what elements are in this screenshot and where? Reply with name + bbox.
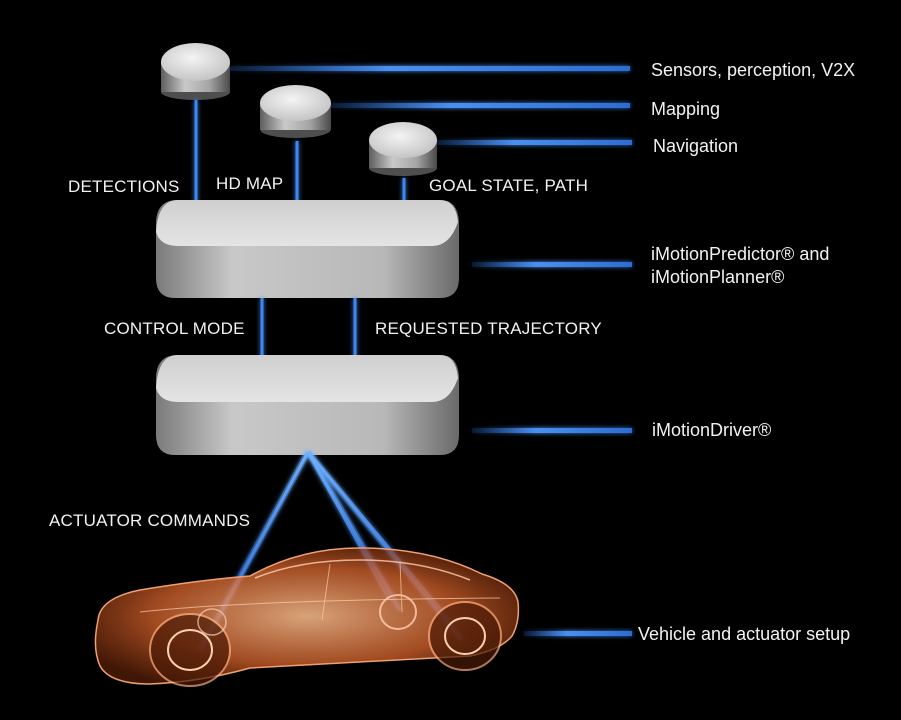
connector-planner <box>472 262 632 267</box>
front-inner-wheel <box>197 608 227 636</box>
rear-wheel <box>428 601 502 671</box>
label-mapping: Mapping <box>651 99 721 119</box>
vehicle-illustration <box>94 547 520 687</box>
label-hd-map: HD MAP <box>216 174 284 193</box>
planner-box <box>156 200 459 298</box>
rear-inner-wheel <box>379 594 417 630</box>
label-requested-trajectory: REQUESTED TRAJECTORY <box>375 319 602 338</box>
front-wheel <box>149 613 231 687</box>
navigation-cylinder <box>369 122 437 176</box>
label-detections: DETECTIONS <box>68 177 180 196</box>
label-sensors: Sensors, perception, V2X <box>651 60 856 80</box>
connector-vehicle <box>524 631 632 636</box>
label-planner-line2: iMotionPlanner® <box>651 267 785 287</box>
label-goal-state: GOAL STATE, PATH <box>429 176 589 195</box>
label-vehicle: Vehicle and actuator setup <box>638 624 851 644</box>
label-navigation: Navigation <box>653 136 739 156</box>
mapping-cylinder <box>260 85 331 138</box>
connector-navigation <box>436 140 632 145</box>
label-planner-line1: iMotionPredictor® and <box>651 244 830 264</box>
label-driver: iMotionDriver® <box>652 420 772 440</box>
connector-lines <box>228 66 632 636</box>
connector-sensors <box>228 66 630 71</box>
connector-driver <box>472 428 632 433</box>
label-actuator-commands: ACTUATOR COMMANDS <box>49 511 251 530</box>
label-control-mode: CONTROL MODE <box>104 319 245 338</box>
connector-mapping <box>330 103 630 108</box>
driver-box <box>156 355 459 455</box>
sensors-cylinder <box>161 43 230 100</box>
